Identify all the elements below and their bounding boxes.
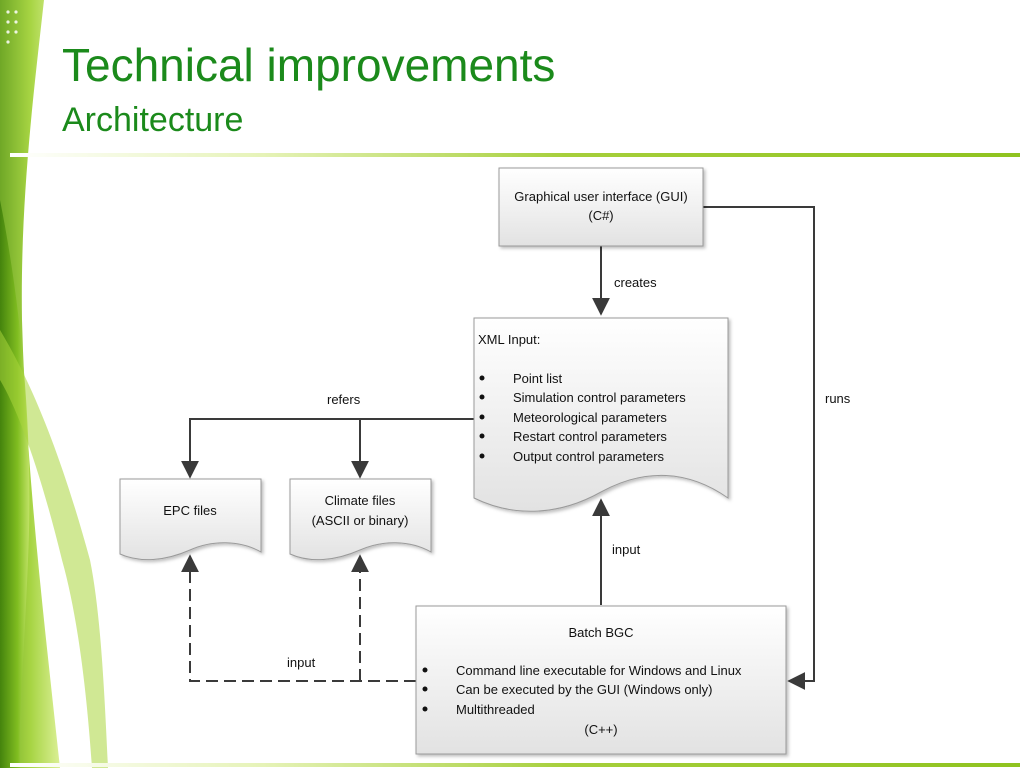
bullet-icon xyxy=(479,375,485,381)
climate-files-document: Climate files (ASCII or binary) xyxy=(289,478,432,561)
epc-document-shape xyxy=(119,478,262,561)
gui-box: Graphical user interface (GUI) (C#) xyxy=(498,167,704,247)
connector-batch-input-epc xyxy=(181,554,416,682)
bullet-icon xyxy=(422,686,428,692)
gui-box-shape xyxy=(498,167,704,247)
xml-item: Point list xyxy=(513,371,563,386)
connector-xml-refers-epc xyxy=(181,418,474,479)
batch-item: Command line executable for Windows and … xyxy=(456,663,742,678)
slide-subtitle: Architecture xyxy=(62,101,244,139)
label-refers: refers xyxy=(327,392,361,407)
title-divider xyxy=(10,153,1020,157)
xml-item: Meteorological parameters xyxy=(513,410,667,425)
bullet-icon xyxy=(479,433,485,439)
leaf-shape-3 xyxy=(0,330,108,768)
slide-title: Technical improvements xyxy=(62,39,556,91)
climate-label-line2: (ASCII or binary) xyxy=(312,513,409,528)
xml-items: Point list Simulation control parameters… xyxy=(479,371,686,464)
climate-label-line1: Climate files xyxy=(325,493,396,508)
climate-document-shape xyxy=(289,478,432,561)
bullet-icon xyxy=(479,394,485,400)
xml-heading: XML Input: xyxy=(478,332,540,347)
gui-label-line2: (C#) xyxy=(588,208,613,223)
batch-box-shape xyxy=(415,605,787,755)
epc-label: EPC files xyxy=(163,503,217,518)
batch-bgc-box: Batch BGC Command line executable for Wi… xyxy=(415,605,787,755)
bullet-icon xyxy=(479,414,485,420)
connectors xyxy=(181,206,815,690)
connector-gui-runs-batch xyxy=(703,206,815,690)
gui-label-line1: Graphical user interface (GUI) xyxy=(514,189,687,204)
batch-footer: (C++) xyxy=(584,722,617,737)
label-runs: runs xyxy=(825,391,851,406)
leaf-dots xyxy=(6,10,18,44)
bullet-icon xyxy=(422,706,428,712)
xml-item: Restart control parameters xyxy=(513,429,667,444)
batch-title: Batch BGC xyxy=(568,625,633,640)
batch-items: Command line executable for Windows and … xyxy=(422,663,742,717)
label-input-files: input xyxy=(287,655,316,670)
bottom-divider xyxy=(10,763,1020,767)
xml-document-shape xyxy=(473,317,729,512)
label-input-xml: input xyxy=(612,542,641,557)
xml-item: Simulation control parameters xyxy=(513,390,686,405)
leaf-shape-2 xyxy=(0,200,30,768)
batch-item: Can be executed by the GUI (Windows only… xyxy=(456,682,713,697)
batch-item: Multithreaded xyxy=(456,702,535,717)
bullet-icon xyxy=(422,667,428,673)
xml-input-document: XML Input: Point list Simulation control… xyxy=(473,317,729,512)
epc-files-document: EPC files xyxy=(119,478,262,561)
xml-item: Output control parameters xyxy=(513,449,665,464)
label-creates: creates xyxy=(614,275,657,290)
bullet-icon xyxy=(479,453,485,459)
